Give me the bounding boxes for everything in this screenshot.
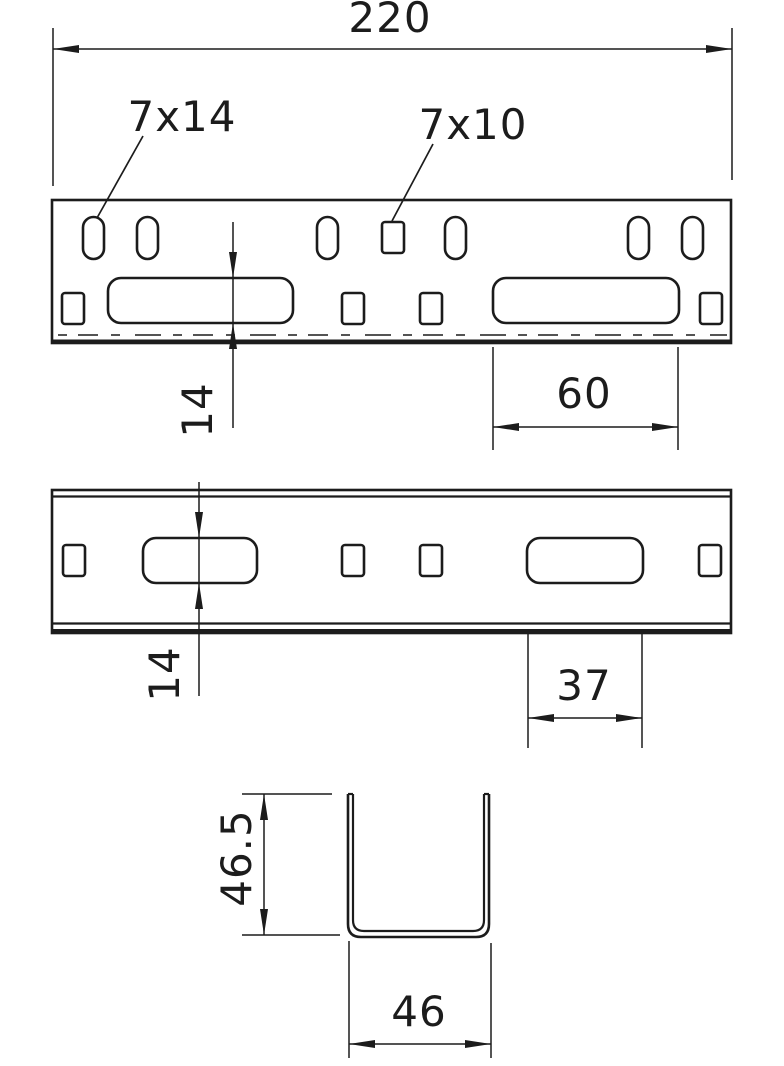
arrowhead [195, 512, 203, 538]
dim-label-46: 46 [391, 987, 446, 1036]
dim-label-37: 37 [556, 661, 611, 710]
dim-label-220: 220 [348, 0, 431, 42]
dim-label-14: 14 [173, 382, 222, 437]
arrowhead [260, 794, 268, 820]
callout-oblong-hole: 7x14 [96, 92, 236, 219]
dim-label-46-5: 46.5 [212, 809, 261, 907]
profile-outer-contour [346, 794, 491, 939]
callout-rect-hole: 7x10 [391, 100, 527, 222]
arrowhead [349, 1040, 375, 1048]
leader-line [391, 143, 434, 222]
long-slot-60 [106, 276, 295, 325]
label-7x10: 7x10 [418, 100, 527, 149]
oblong-hole [135, 215, 160, 261]
long-slot-60 [491, 276, 681, 325]
arrowhead [528, 714, 554, 722]
rect-hole-7x10 [380, 220, 406, 255]
profile-inner-contour [351, 794, 486, 933]
cross-section-view [346, 792, 491, 939]
long-slot-37 [141, 536, 259, 585]
arrowhead [706, 45, 732, 53]
arrowhead [260, 909, 268, 935]
oblong-hole [81, 215, 106, 261]
long-slot-37 [525, 536, 645, 585]
arrowhead [53, 45, 79, 53]
base-view-outline [50, 488, 733, 635]
dim-side-slot-height: 14 [173, 222, 237, 438]
rect-hole [697, 543, 723, 578]
arrowhead [229, 323, 237, 349]
arrowhead [652, 423, 678, 431]
rect-hole [418, 291, 444, 326]
rect-hole [61, 543, 87, 578]
arrowhead [616, 714, 642, 722]
dim-profile-height: 46.5 [212, 793, 340, 936]
oblong-hole [315, 215, 340, 261]
oblong-hole [680, 215, 705, 261]
arrowhead [229, 252, 237, 278]
arrowhead [465, 1040, 491, 1048]
rect-hole [340, 291, 366, 326]
dim-side-slot-length: 60 [492, 347, 679, 450]
dim-label-60: 60 [556, 369, 611, 418]
arrowhead [195, 583, 203, 609]
dim-label-14-base: 14 [140, 646, 189, 701]
side-view [50, 198, 733, 345]
leader-line [96, 135, 144, 219]
base-view [50, 488, 733, 635]
dim-overall-length: 220 [52, 0, 733, 186]
arrowhead [493, 423, 519, 431]
rect-hole [340, 543, 366, 578]
dim-base-slot-length: 37 [527, 634, 643, 748]
rect-hole [60, 291, 86, 326]
rect-hole [418, 543, 444, 578]
dim-profile-width: 46 [348, 941, 492, 1058]
oblong-hole [626, 215, 651, 261]
oblong-hole [443, 215, 468, 261]
rect-hole [698, 291, 724, 326]
dim-base-slot-height: 14 [140, 482, 203, 702]
label-7x14: 7x14 [127, 92, 236, 141]
